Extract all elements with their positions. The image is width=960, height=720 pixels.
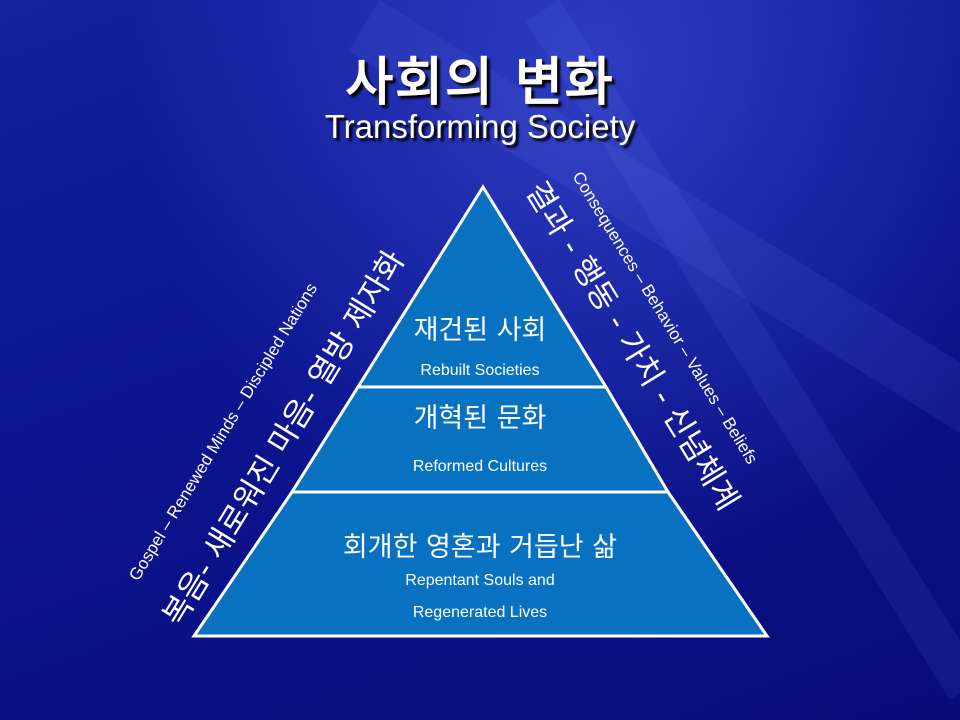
slide-title: 사회의 변화 [345, 53, 615, 113]
slide-subtitle: Transforming Society [324, 108, 636, 145]
tier-bottom-label-en-line1: Repentant Souls and [405, 572, 554, 589]
tier-top-label-ko: 재건된 사회 [414, 315, 547, 346]
tier-bottom-label-ko: 회개한 영혼과 거듭난 삶 [343, 532, 617, 563]
tier-top-label-en: Rebuilt Societies [420, 362, 539, 379]
tier-middle-label-ko: 개혁된 문화 [414, 403, 547, 434]
tier-bottom-label-en-line2: Regenerated Lives [413, 604, 547, 621]
pyramid-tier-bottom [191, 490, 770, 638]
tier-middle-label-en: Reformed Cultures [413, 458, 547, 475]
